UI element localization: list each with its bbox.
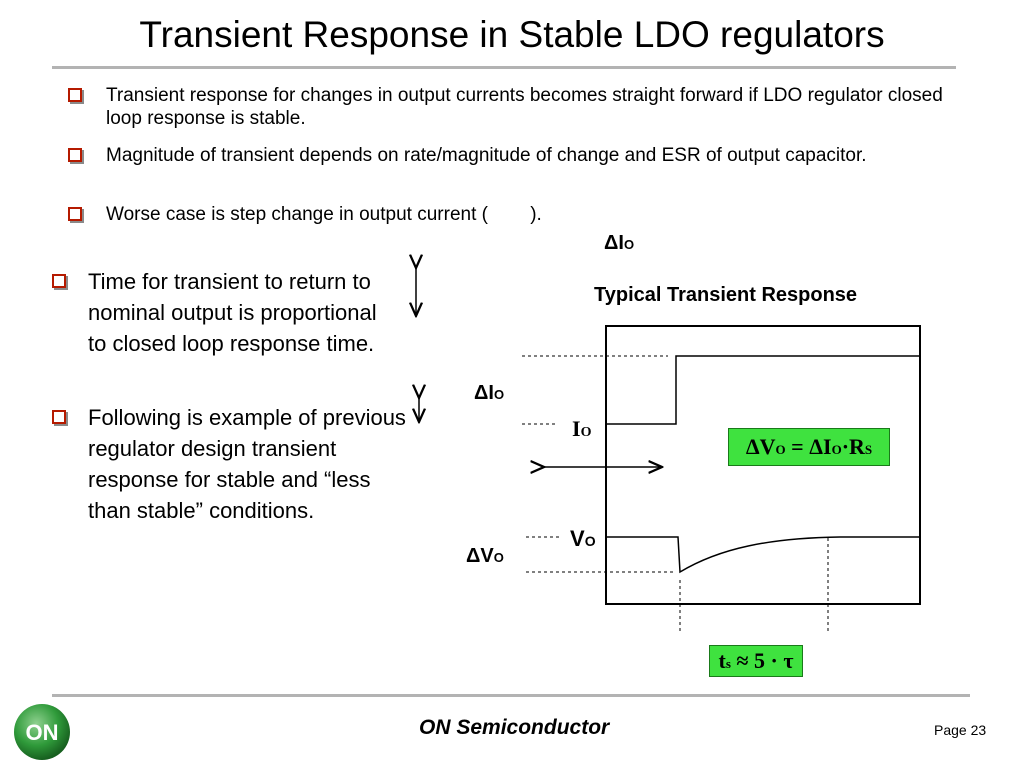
formula-r: R xyxy=(849,434,865,459)
bullet-text: Following is example of previous regulat… xyxy=(88,405,406,523)
delta-io-sub: O xyxy=(623,237,635,252)
formula-di: ΔI xyxy=(809,434,832,459)
formula-sub: s xyxy=(725,656,731,671)
bullet-box-icon xyxy=(52,274,66,288)
top-bullet-3: Worse case is step change in output curr… xyxy=(68,203,948,226)
formula-ts: t xyxy=(718,648,726,673)
vo-text: V xyxy=(570,526,585,551)
voltage-drop-formula: ΔVO = ΔIO·RS xyxy=(728,428,890,466)
diagram-heading: Typical Transient Response xyxy=(594,284,858,306)
delta-vo-sub: O xyxy=(493,550,504,565)
delta-vo-text: ΔV xyxy=(466,545,494,567)
formula-approx: ≈ 5 · τ xyxy=(730,648,794,673)
left-bullet-1: Time for transient to return to nominal … xyxy=(52,266,392,359)
delta-vo-label: ΔVO xyxy=(466,545,504,568)
bullet-text: Transient response for changes in output… xyxy=(106,85,943,129)
footer-divider xyxy=(52,694,970,697)
title-divider xyxy=(52,66,956,69)
logo-text: ON xyxy=(26,720,59,745)
bullet-box-icon xyxy=(68,207,82,221)
bullet-box-icon xyxy=(68,148,82,162)
io-label: IO xyxy=(572,416,591,442)
slide-title: Transient Response in Stable LDO regulat… xyxy=(139,14,885,55)
formula-dv: ΔV xyxy=(745,434,776,459)
bullet-box-icon xyxy=(68,88,82,102)
formula-sub: O xyxy=(831,442,842,457)
current-step-waveform xyxy=(606,355,920,425)
delta-io-label: ΔIO xyxy=(474,382,504,405)
top-bullet-1: Transient response for changes in output… xyxy=(68,84,948,130)
top-bullet-2: Magnitude of transient depends on rate/m… xyxy=(68,144,948,167)
formula-sub: S xyxy=(864,442,873,457)
on-logo: ON xyxy=(14,704,70,760)
delta-io-inline-label: ΔIO xyxy=(604,232,634,255)
page-number: Page 23 xyxy=(934,722,987,738)
delta-io-sub: O xyxy=(493,387,505,402)
settling-time-formula: ts ≈ 5 · τ xyxy=(709,645,803,677)
bullet-text: Magnitude of transient depends on rate/m… xyxy=(106,145,867,166)
formula-sub: O xyxy=(775,442,786,457)
delta-io-text: ΔI xyxy=(604,232,624,254)
vo-label: VO xyxy=(570,526,596,552)
io-sub: O xyxy=(580,425,592,440)
vo-sub: O xyxy=(584,533,596,549)
formula-dot: · xyxy=(841,434,850,459)
io-text: I xyxy=(572,416,581,441)
left-bullet-2: Following is example of previous regulat… xyxy=(52,402,416,526)
voltage-transient-waveform xyxy=(606,536,920,574)
footer-company: ON Semiconductor xyxy=(419,716,610,739)
delta-io-text: ΔI xyxy=(474,382,494,404)
bullet-box-icon xyxy=(52,410,66,424)
bullet-text: Worse case is step change in output curr… xyxy=(106,204,542,225)
bullet-text: Time for transient to return to nominal … xyxy=(88,269,377,356)
formula-eq: = xyxy=(785,434,810,459)
